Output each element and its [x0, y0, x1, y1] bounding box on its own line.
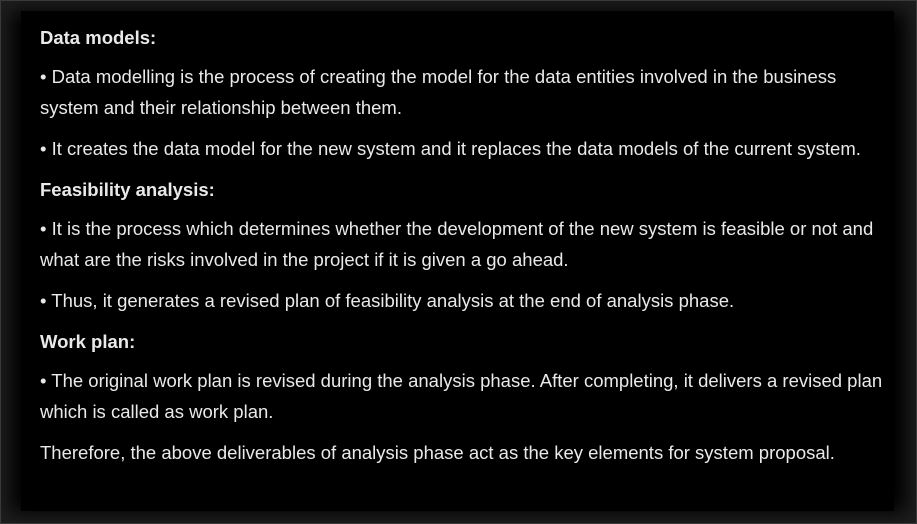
bullet-item: • Data modelling is the process of creat…	[40, 66, 837, 118]
bullet-item: • Thus, it generates a revised plan of f…	[40, 290, 735, 311]
section-heading-work-plan: Work plan:	[40, 331, 136, 352]
section-heading-data-models: Data models:	[40, 27, 157, 48]
conclusion-text: Therefore, the above deliverables of ana…	[40, 442, 835, 463]
bullet-item: • The original work plan is revised duri…	[40, 370, 883, 422]
section-heading-feasibility-analysis: Feasibility analysis:	[40, 179, 215, 200]
bullet-item: • It is the process which determines whe…	[40, 218, 874, 270]
bullet-item: • It creates the data model for the new …	[40, 138, 861, 159]
document-content: Data models: • Data modelling is the pro…	[21, 11, 894, 511]
